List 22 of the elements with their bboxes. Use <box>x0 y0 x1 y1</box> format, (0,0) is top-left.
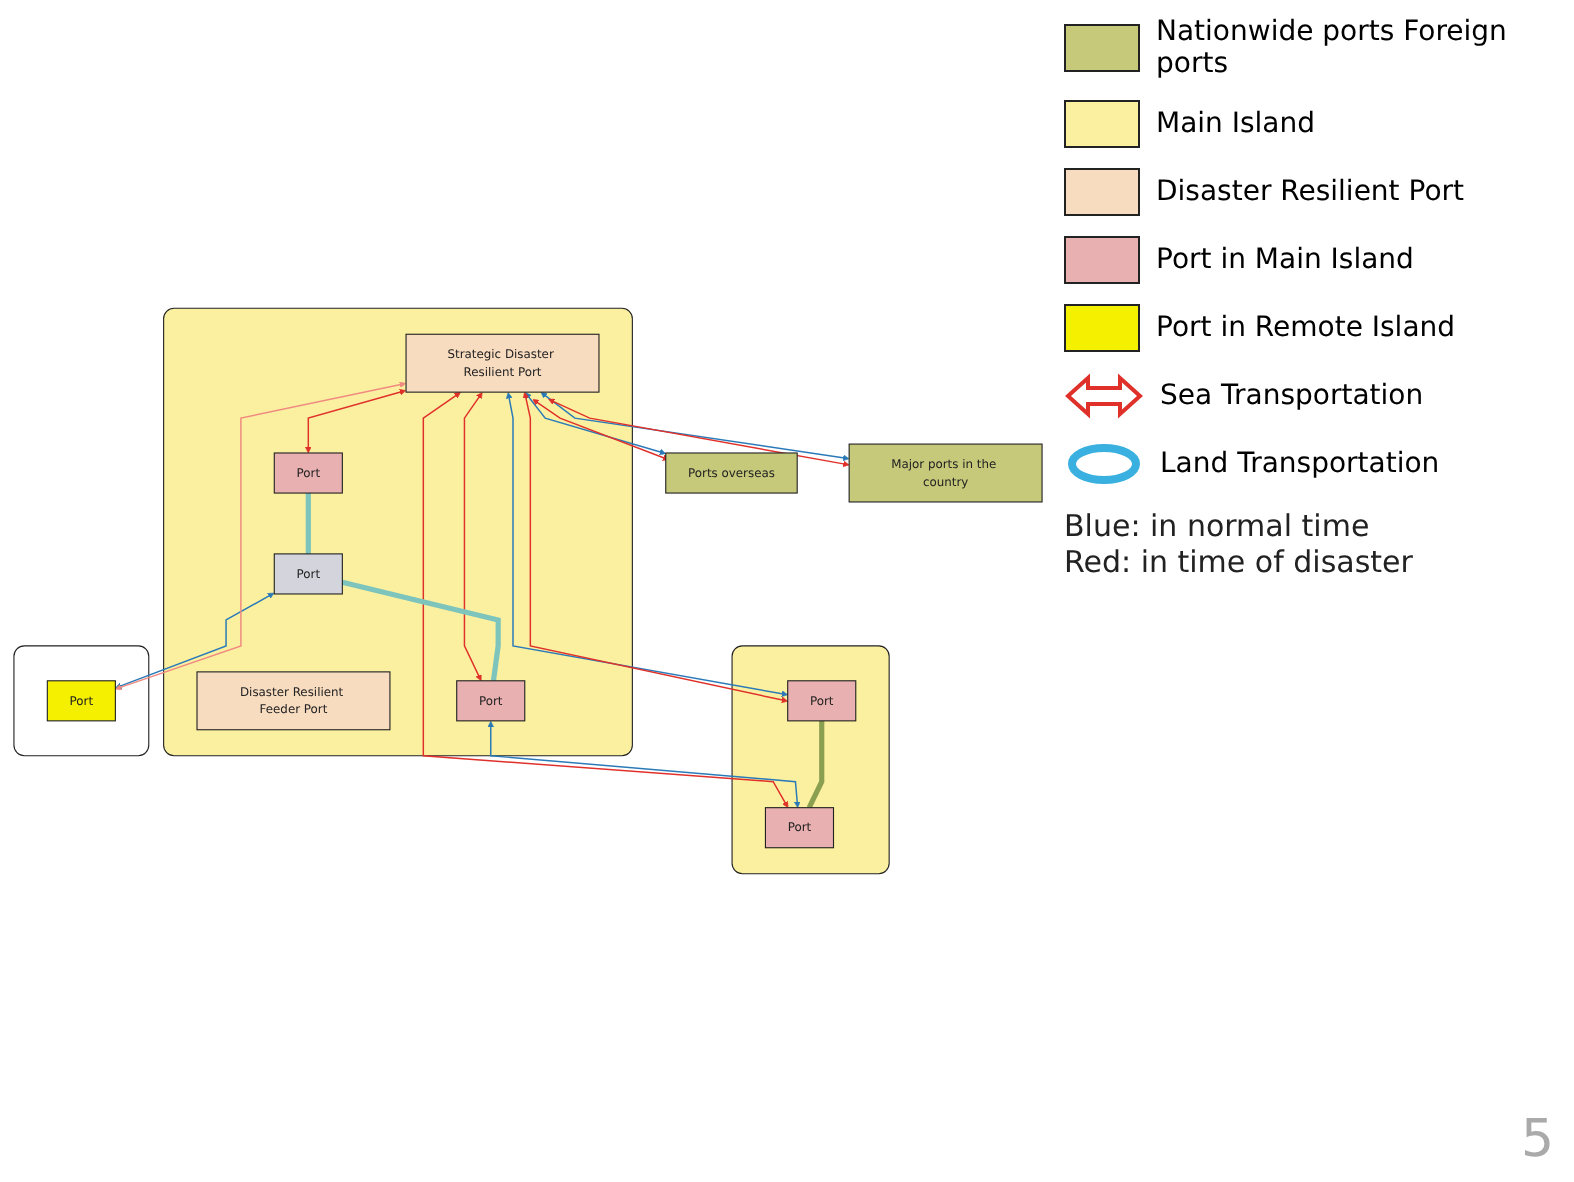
cluster <box>731 645 890 875</box>
legend-text: Port in Remote Island <box>1156 312 1456 344</box>
legend-text: Nationwide ports Foreign ports <box>1156 16 1509 80</box>
legend-text: Sea Transportation <box>1160 380 1424 412</box>
arrow <box>487 720 801 808</box>
arrow <box>115 592 275 689</box>
page-number: 5 <box>1520 1110 1554 1170</box>
cluster <box>13 645 150 757</box>
legend-text: Disaster Resilient Port <box>1156 176 1464 208</box>
connector <box>305 493 311 554</box>
arrow <box>305 389 407 454</box>
cluster <box>163 307 633 757</box>
arrow <box>422 392 789 808</box>
arrow <box>115 381 407 691</box>
legend-text: Land Transportation <box>1160 448 1440 480</box>
note-text: Red: in time of disaster <box>1064 544 1415 580</box>
legend-text: Port in Main Island <box>1156 244 1414 276</box>
connector <box>341 579 501 682</box>
arrow <box>463 392 483 682</box>
note-text: Blue: in normal time <box>1064 508 1372 544</box>
legend-text: Main Island <box>1156 108 1316 140</box>
connector <box>806 720 825 809</box>
